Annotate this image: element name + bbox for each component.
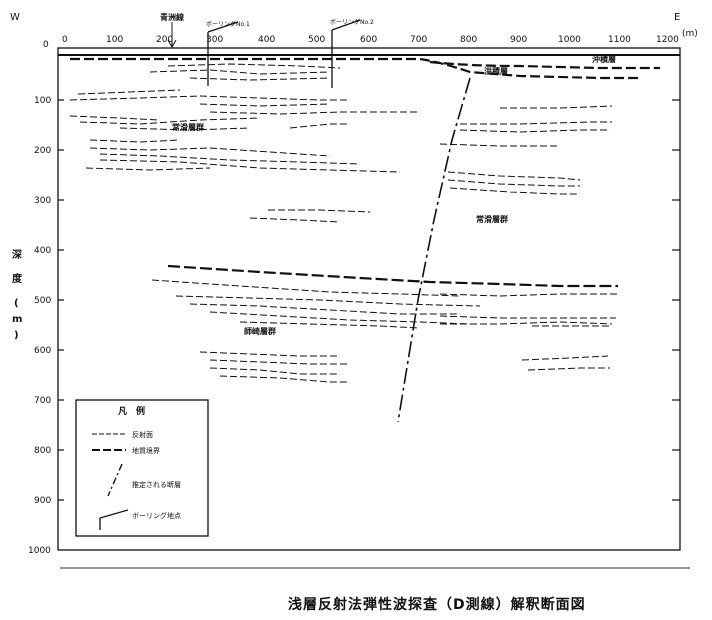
y-tick-400: 400	[34, 246, 51, 256]
dir-east-label: E	[674, 12, 680, 23]
svg-text:m: m	[12, 314, 22, 325]
geological-boundary	[167, 264, 618, 288]
figure-caption: 浅層反射法弾性波探査（D測線）解釈断面図	[288, 597, 586, 613]
formation-tokoname-east-label: 常滑層群	[476, 214, 508, 224]
legend-box: 凡 例 反射面 地質境界 推定される断層 ボーリング地点	[75, 399, 209, 537]
road-label: 青洲線	[160, 12, 184, 22]
x-tick-7: 600	[360, 35, 377, 45]
x-unit-label: (m)	[682, 29, 698, 39]
legend-item-reflection: 反射面	[132, 430, 153, 439]
inferred-fault	[397, 77, 471, 423]
y-tick-100: 100	[34, 96, 51, 106]
x-tick-4: 300	[206, 35, 223, 45]
svg-text:深: 深	[12, 248, 22, 261]
reflection-surfaces	[69, 63, 618, 383]
x-tick-12: 1100	[608, 35, 631, 45]
y-ticks	[58, 99, 680, 501]
y-tick-500: 500	[34, 296, 51, 306]
x-tick-2: 100	[106, 35, 123, 45]
legend-item-fault: 推定される断層	[132, 480, 181, 489]
x-tick-5: 400	[258, 35, 275, 45]
x-tick-6: 500	[308, 35, 325, 45]
x-tick-8: 700	[410, 35, 427, 45]
cross-section-diagram: W E (m) 0 0 100 200 300 400 500 600 700 …	[10, 12, 698, 569]
y-tick-1000: 1000	[28, 546, 51, 556]
y-tick-300: 300	[34, 196, 51, 206]
y-tick-labels: 100 200 300 400 500 600 700 800 900 1000	[28, 96, 51, 556]
formation-diluvium-label: 洪積層	[484, 66, 508, 76]
x-tick-labels: 0 0 100 200 300 400 500 600 700 800 900 …	[43, 35, 679, 50]
x-tick-10: 900	[510, 35, 527, 45]
formation-morozaki-label: 師崎層群	[244, 326, 276, 336]
svg-text:(: (	[14, 298, 19, 309]
formation-tokoname-west-label: 常滑層群	[172, 122, 204, 132]
legend-item-boundary: 地質境界	[132, 446, 160, 455]
x-tick-13: 1200	[656, 35, 679, 45]
borehole-1-marker	[207, 21, 239, 86]
y-tick-800: 800	[34, 446, 51, 456]
borehole-1-label: ボーリングNo.1	[206, 20, 250, 28]
x-tick-3: 200	[156, 35, 173, 45]
y-tick-600: 600	[34, 346, 51, 356]
x-tick-9: 800	[460, 35, 477, 45]
y-tick-900: 900	[34, 496, 51, 506]
legend-item-borehole: ボーリング地点	[132, 511, 181, 520]
x-tick-1: 0	[62, 35, 68, 45]
x-tick-11: 1000	[558, 35, 581, 45]
x-tick-0: 0	[43, 40, 49, 50]
borehole-2-label: ボーリングNo.2	[330, 18, 374, 26]
svg-text:): )	[14, 330, 19, 341]
alluvium-boundary	[70, 57, 660, 80]
svg-text:度: 度	[12, 272, 23, 285]
formation-alluvium-label: 沖積層	[592, 54, 616, 64]
road-marker	[167, 22, 177, 49]
plot-frame	[57, 47, 681, 551]
y-tick-700: 700	[34, 396, 51, 406]
y-axis-label: 深 度 ( m )	[12, 248, 23, 341]
y-tick-200: 200	[34, 146, 51, 156]
legend-title: 凡 例	[117, 405, 145, 417]
dir-west-label: W	[10, 12, 20, 23]
